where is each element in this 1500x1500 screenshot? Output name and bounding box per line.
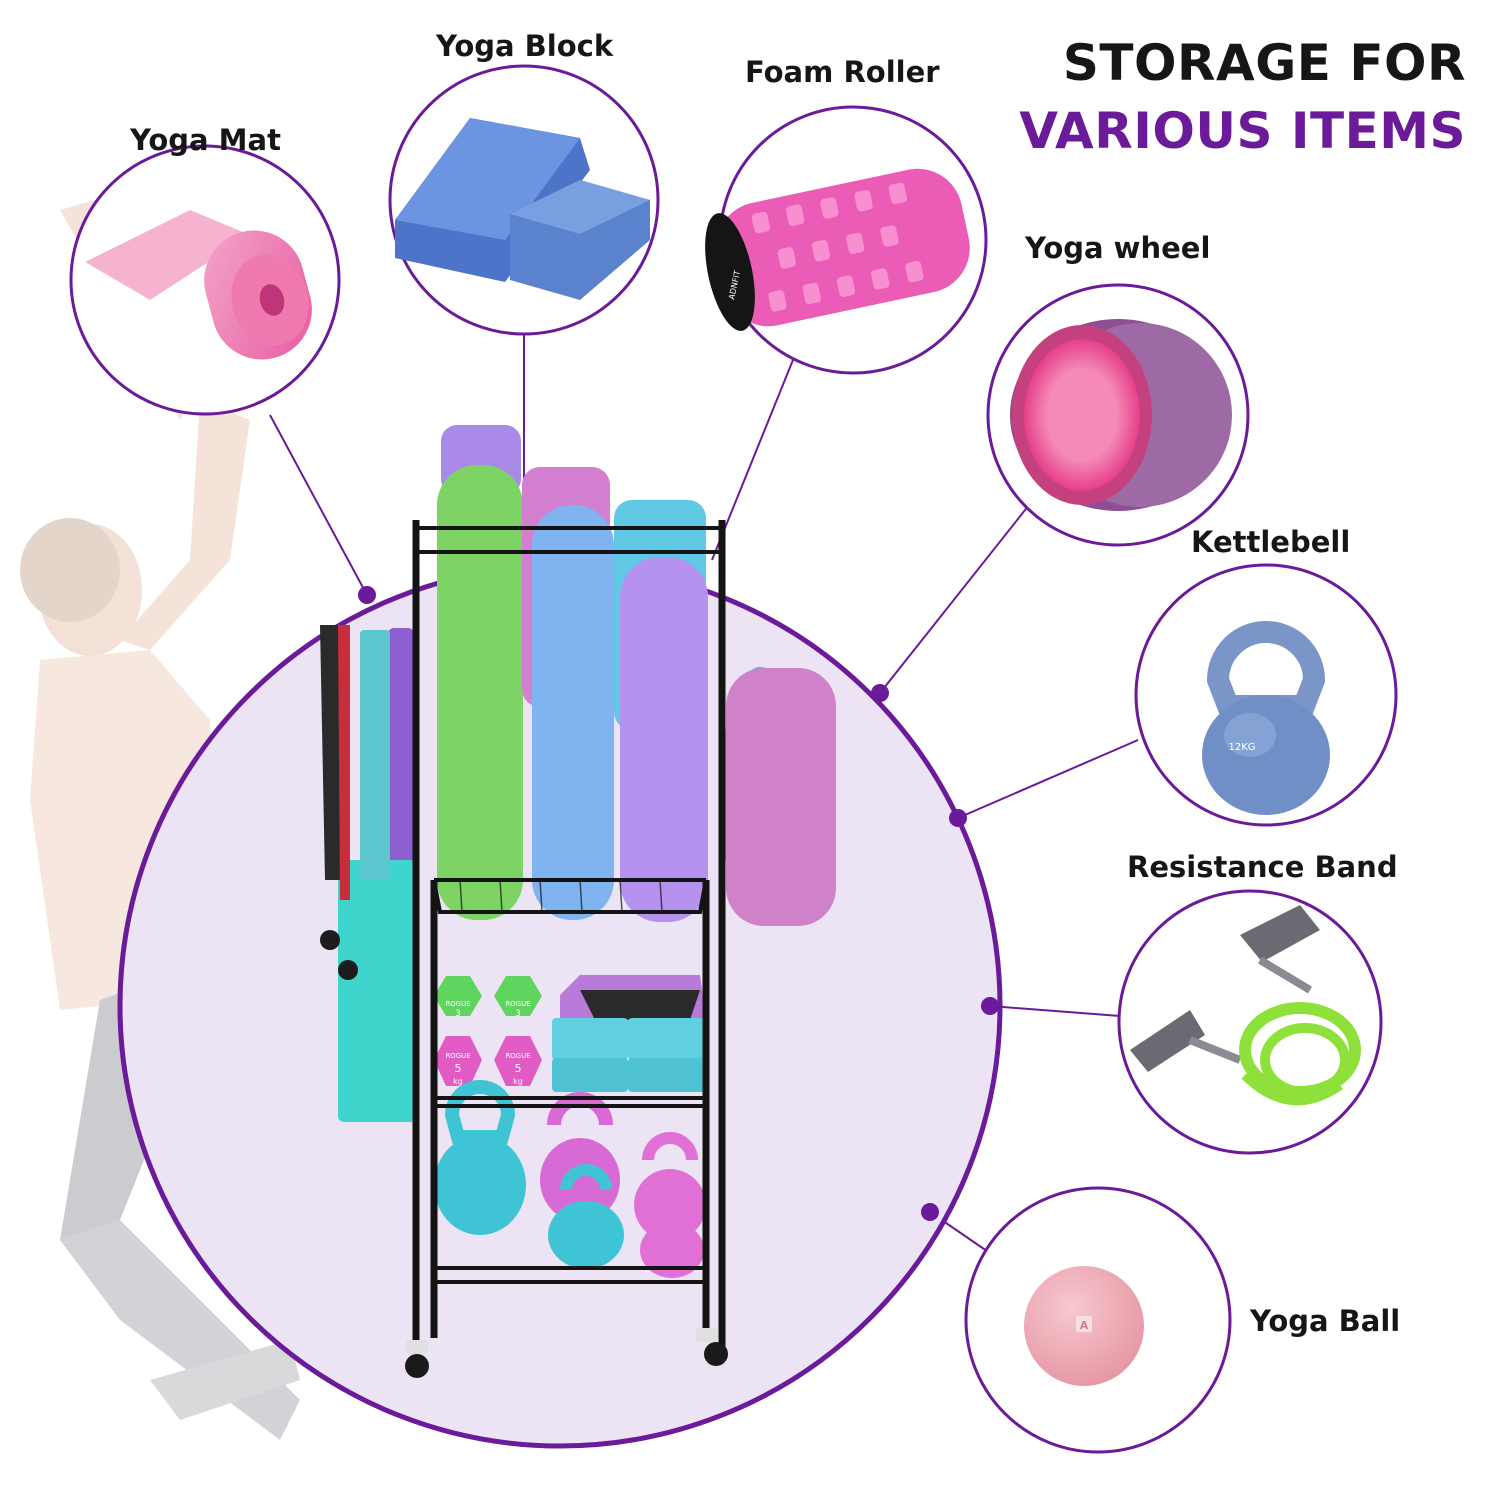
label-yoga-block: Yoga Block bbox=[436, 29, 614, 63]
svg-text:kg: kg bbox=[513, 1077, 523, 1086]
connector-dots bbox=[358, 586, 999, 1221]
headline-line-2: VARIOUS ITEMS bbox=[1019, 102, 1466, 160]
svg-text:ROGUE: ROGUE bbox=[445, 1000, 470, 1008]
label-yoga-ball: Yoga Ball bbox=[1250, 1304, 1401, 1338]
connector-lines bbox=[269, 335, 1139, 1261]
yoga-mat-circle bbox=[69, 144, 341, 416]
svg-text:A: A bbox=[1080, 1319, 1089, 1332]
yoga-block-circle bbox=[388, 64, 660, 336]
headline-line-1: STORAGE FOR bbox=[1062, 34, 1466, 92]
svg-text:ROGUE: ROGUE bbox=[505, 1000, 530, 1008]
label-kettlebell: Kettlebell bbox=[1191, 525, 1351, 559]
foam-roller-circle: ADNFIT bbox=[705, 105, 988, 375]
label-foam-roller: Foam Roller bbox=[745, 55, 940, 89]
storage-rack: ROGUE 3 ROGUE 3 ROGUE 5 ROGUE 5 kg kg bbox=[320, 425, 836, 1378]
label-yoga-mat: Yoga Mat bbox=[130, 123, 281, 157]
svg-text:ROGUE: ROGUE bbox=[505, 1052, 530, 1060]
svg-text:3: 3 bbox=[455, 1009, 461, 1019]
yoga-ball-circle: A bbox=[964, 1186, 1232, 1454]
yoga-wheel-circle bbox=[986, 283, 1250, 547]
kettlebells bbox=[434, 1080, 706, 1278]
resistance-band-circle bbox=[1117, 889, 1383, 1155]
dumbbells: ROGUE 3 ROGUE 3 ROGUE 5 ROGUE 5 kg kg bbox=[434, 976, 542, 1086]
svg-text:12KG: 12KG bbox=[1228, 742, 1255, 753]
svg-text:ROGUE: ROGUE bbox=[445, 1052, 470, 1060]
kettlebell-circle: 12KG bbox=[1134, 563, 1398, 827]
svg-text:5: 5 bbox=[515, 1062, 522, 1075]
label-resistance-band: Resistance Band bbox=[1127, 850, 1398, 884]
label-yoga-wheel: Yoga wheel bbox=[1025, 231, 1211, 265]
svg-text:kg: kg bbox=[453, 1077, 463, 1086]
svg-text:3: 3 bbox=[515, 1009, 521, 1019]
svg-text:5: 5 bbox=[455, 1062, 462, 1075]
